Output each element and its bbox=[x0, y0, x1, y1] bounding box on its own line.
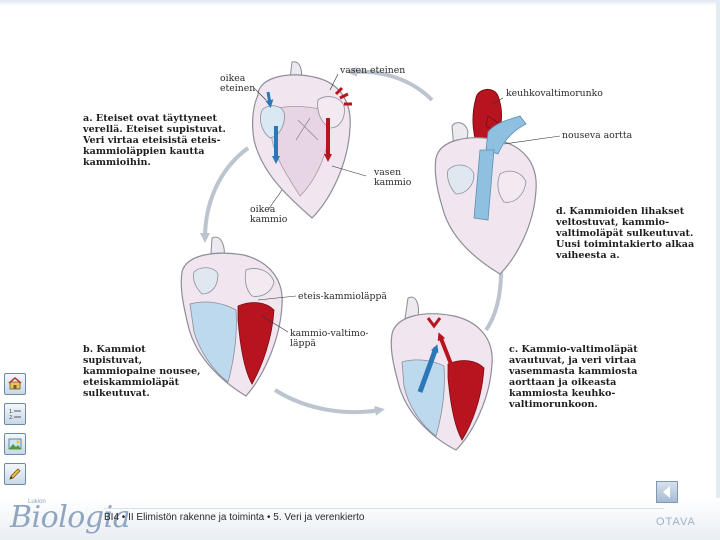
caption-phase-c: c. Kammio-valtimoläpät avautuvat, ja ver… bbox=[509, 344, 638, 410]
slide-content: a. Eteiset ovat täyttyneet verellä. Etei… bbox=[83, 61, 694, 451]
svg-text:1.: 1. bbox=[9, 409, 14, 415]
caption-line: Veri virtaa eteisistä eteis- bbox=[83, 135, 221, 146]
caption-line: Uusi toimintakierto alkaa bbox=[556, 239, 695, 250]
publisher-logo: OTAVA bbox=[656, 516, 696, 528]
label-oikea-kammio: oikea kammio bbox=[250, 204, 288, 225]
cycle-arrow-b-to-c bbox=[273, 388, 385, 416]
caption-line: valtimorunkoon. bbox=[509, 399, 598, 410]
heart-d-illustration bbox=[434, 89, 561, 275]
cycle-arrow-a-to-b bbox=[200, 146, 250, 243]
caption-line: vasemmasta kammiosta bbox=[509, 366, 638, 377]
svg-text:2.: 2. bbox=[9, 415, 14, 421]
caption-line: b. Kammiot bbox=[83, 344, 146, 355]
logo-subtitle: Lukion bbox=[28, 499, 46, 505]
brand-logo: Biologia bbox=[10, 500, 131, 535]
caption-line: veltostuvat, kammio- bbox=[556, 217, 670, 228]
footer-course-text: BI4 • II Elimistön rakenne ja toiminta •… bbox=[104, 512, 365, 523]
window-top-border bbox=[0, 0, 720, 6]
caption-line: supistuvat, bbox=[83, 355, 143, 366]
heart-b-illustration bbox=[180, 236, 297, 397]
caption-line: kammioläppien kautta bbox=[83, 146, 205, 157]
footer-divider bbox=[104, 508, 664, 509]
caption-line: vaiheesta a. bbox=[556, 250, 620, 261]
caption-line: c. Kammio-valtimoläpät bbox=[509, 344, 638, 355]
window-right-border bbox=[716, 0, 720, 540]
cycle-arrow-d-to-a bbox=[347, 66, 434, 102]
footer-bar bbox=[0, 498, 720, 540]
caption-line: eteiskammioläpät bbox=[83, 377, 180, 388]
heart-a-illustration bbox=[252, 61, 367, 219]
caption-phase-b: b. Kammiot supistuvat, kammiopaine nouse… bbox=[83, 344, 201, 399]
label-nouseva-aortta: nouseva aortta bbox=[562, 130, 633, 141]
caption-phase-d: d. Kammioiden lihakset veltostuvat, kamm… bbox=[556, 206, 694, 261]
list-icon[interactable]: 1.2. bbox=[4, 403, 26, 425]
caption-line: sulkeutuvat. bbox=[83, 388, 150, 399]
caption-line: d. Kammioiden lihakset bbox=[556, 206, 685, 217]
caption-line: kammiosta keuhko- bbox=[509, 388, 616, 399]
image-icon[interactable] bbox=[4, 433, 26, 455]
caption-line: aorttaan ja oikeasta bbox=[509, 377, 617, 388]
caption-phase-a: a. Eteiset ovat täyttyneet verellä. Etei… bbox=[83, 113, 226, 168]
caption-line: a. Eteiset ovat täyttyneet bbox=[83, 113, 217, 124]
label-keuhkovaltimorunko: keuhkovaltimorunko bbox=[506, 88, 603, 99]
caption-line: kammiopaine nousee, bbox=[83, 366, 201, 377]
caption-line: kammioihin. bbox=[83, 157, 151, 168]
cardiac-cycle-diagram bbox=[180, 61, 561, 451]
label-vasen-kammio: vasen kammio bbox=[374, 167, 412, 188]
label-oikea-eteinen: oikea eteinen bbox=[220, 73, 256, 94]
caption-line: verellä. Eteiset supistuvat. bbox=[83, 124, 226, 135]
label-kammio-valtimolappa: kammio-valtimo- läppä bbox=[290, 328, 369, 349]
heart-c-illustration bbox=[390, 296, 493, 451]
label-vasen-eteinen: vasen eteinen bbox=[340, 65, 406, 76]
arrow-left-icon bbox=[663, 486, 670, 498]
back-button[interactable] bbox=[656, 481, 678, 503]
caption-line: avautuvat, ja veri virtaa bbox=[509, 355, 637, 366]
pencil-icon[interactable] bbox=[4, 463, 26, 485]
label-eteis-kammiolappa: eteis-kammioläppä bbox=[298, 291, 387, 302]
caption-line: valtimoläpät sulkeutuvat. bbox=[556, 228, 694, 239]
home-icon[interactable] bbox=[4, 373, 26, 395]
